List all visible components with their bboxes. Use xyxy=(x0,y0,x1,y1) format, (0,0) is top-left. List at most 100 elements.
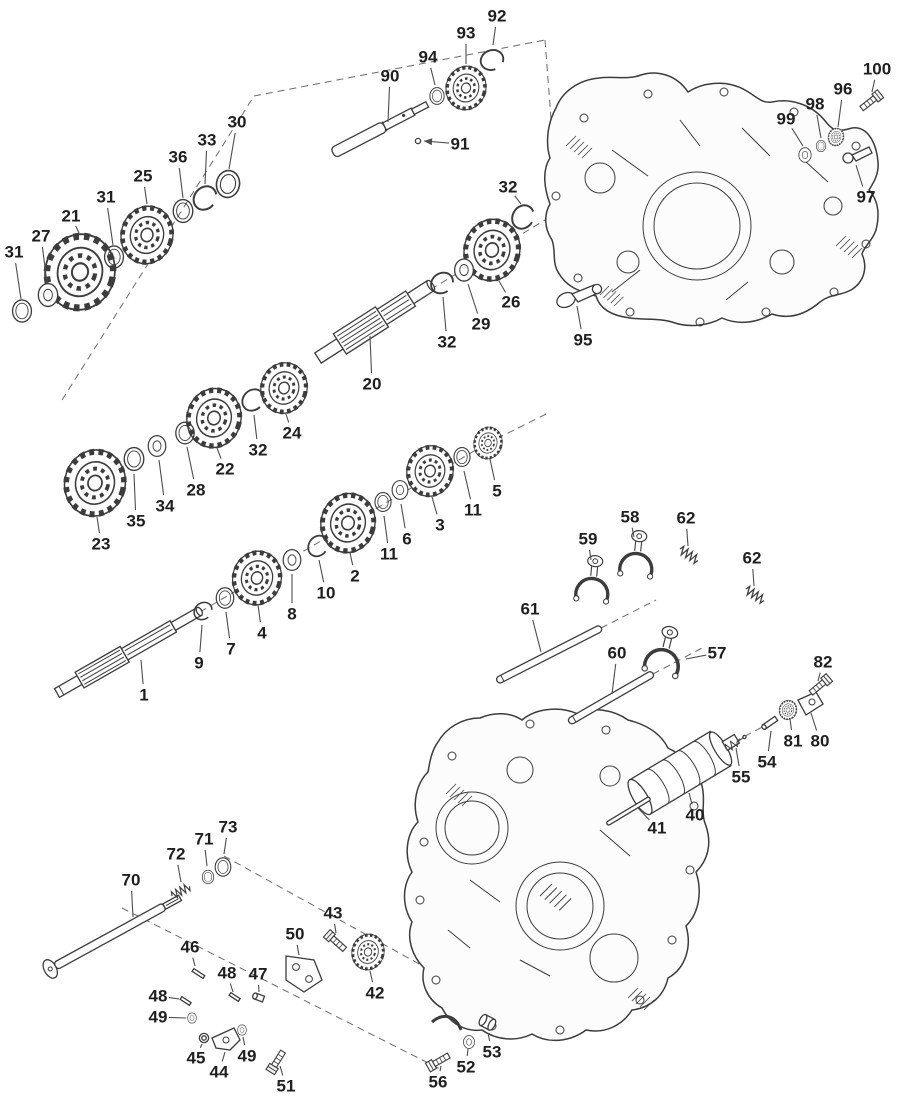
washer-8 xyxy=(282,548,302,572)
part-label-6: 6 xyxy=(402,530,411,549)
leader-line-80 xyxy=(810,712,818,731)
leader-line-53 xyxy=(487,1032,491,1042)
part-label-44: 44 xyxy=(210,1063,229,1082)
part-label-8: 8 xyxy=(287,605,296,624)
shift-fork-59 xyxy=(571,552,616,607)
ring-31b xyxy=(11,299,33,323)
mainshaft-20 xyxy=(313,279,436,364)
leader-line-23 xyxy=(96,516,100,534)
leader-line-100 xyxy=(871,79,876,93)
leader-line-33 xyxy=(204,150,208,185)
part-label-3: 3 xyxy=(435,516,444,535)
part-label-58: 58 xyxy=(621,508,640,527)
leader-line-9 xyxy=(199,624,203,653)
small-parts xyxy=(211,955,497,1051)
leader-line-97 xyxy=(855,164,864,187)
leader-line-99 xyxy=(791,128,804,147)
leader-line-42 xyxy=(369,970,374,983)
leader-line-29 xyxy=(467,283,479,314)
leader-line-11 xyxy=(383,515,389,544)
leader-line-24 xyxy=(285,413,290,423)
leader-line-72 xyxy=(177,864,182,883)
kick-pawl-97 xyxy=(842,146,873,164)
part-label-26: 26 xyxy=(502,293,521,312)
leader-line-49 xyxy=(242,1036,246,1046)
leader-line-21 xyxy=(75,225,80,234)
part-label-45: 45 xyxy=(187,1049,206,1068)
part-label-34: 34 xyxy=(156,497,175,516)
leader-line-44 xyxy=(221,1051,226,1062)
leader-line-94 xyxy=(430,67,436,86)
leader-line-92 xyxy=(492,26,497,46)
part-label-73: 73 xyxy=(219,818,238,837)
part-label-11: 11 xyxy=(380,545,398,564)
part-label-49: 49 xyxy=(238,1047,257,1066)
part-label-92: 92 xyxy=(488,7,507,26)
leader-line-31 xyxy=(107,207,114,246)
part-label-25: 25 xyxy=(134,167,153,186)
leader-line-56 xyxy=(439,1065,442,1072)
leader-line-46 xyxy=(192,957,196,967)
drum-pin-41 xyxy=(606,796,651,826)
leader-line-36 xyxy=(178,167,184,199)
leader-line-70 xyxy=(131,890,134,918)
leader-line-95 xyxy=(576,305,582,330)
piece-54 xyxy=(761,715,779,730)
part-label-31: 31 xyxy=(5,243,24,262)
leader-line-28 xyxy=(186,446,195,480)
leader-line-22 xyxy=(216,447,222,459)
part-label-70: 70 xyxy=(122,871,141,890)
part-label-32: 32 xyxy=(438,333,457,352)
part-label-60: 60 xyxy=(608,644,627,663)
leader-line-41 xyxy=(637,807,650,821)
shift-fork-58 xyxy=(615,527,660,582)
washer-34 xyxy=(147,435,167,457)
part-label-52: 52 xyxy=(457,1058,476,1077)
leader-line-43 xyxy=(334,923,337,934)
leader-line-55 xyxy=(735,747,740,767)
part-label-41: 41 xyxy=(648,819,667,838)
part-label-93: 93 xyxy=(457,24,476,43)
leader-line-2 xyxy=(349,552,354,566)
part-label-29: 29 xyxy=(472,315,491,334)
part-label-40: 40 xyxy=(686,806,705,825)
part-label-9: 9 xyxy=(194,654,203,673)
ring-71 xyxy=(201,869,215,885)
part-label-7: 7 xyxy=(226,640,235,659)
part-label-100: 100 xyxy=(863,60,891,79)
part-label-35: 35 xyxy=(127,512,146,531)
leader-line-61 xyxy=(532,619,542,653)
leader-line-34 xyxy=(158,459,165,496)
leader-line-48 xyxy=(168,997,180,1000)
shafts xyxy=(42,100,436,979)
part-label-23: 23 xyxy=(92,535,111,554)
snap-ring-92 xyxy=(476,45,508,75)
leader-line-50 xyxy=(296,944,300,956)
leader-arrow-91 xyxy=(424,138,433,146)
case-ribs xyxy=(611,119,829,301)
fork-shaft-61 xyxy=(495,625,603,684)
leader-line-90 xyxy=(387,86,391,123)
leader-line-52 xyxy=(466,1048,469,1057)
case-ribs xyxy=(447,829,631,977)
leader-line-82 xyxy=(817,672,821,682)
part-label-48: 48 xyxy=(149,987,168,1006)
part-label-98: 98 xyxy=(806,95,825,114)
leader-line-1 xyxy=(140,659,144,685)
pin-47 xyxy=(252,992,266,1003)
ring-11b xyxy=(374,491,392,513)
guide-lever xyxy=(431,1014,463,1031)
shift-fork-57 xyxy=(639,620,691,682)
part-label-11: 11 xyxy=(464,501,482,520)
stopper-plate-80 xyxy=(797,691,824,716)
part-label-97: 97 xyxy=(857,188,876,207)
leader-line-7 xyxy=(225,611,231,639)
gear-5 xyxy=(468,422,508,464)
guide-plate-50 xyxy=(285,955,323,993)
ring-36 xyxy=(172,198,194,224)
washer-27 xyxy=(37,282,59,308)
part-label-59: 59 xyxy=(579,530,598,549)
part-label-71: 71 xyxy=(195,830,214,849)
part-label-33: 33 xyxy=(198,131,217,150)
idler-shaft-90 xyxy=(331,100,430,158)
